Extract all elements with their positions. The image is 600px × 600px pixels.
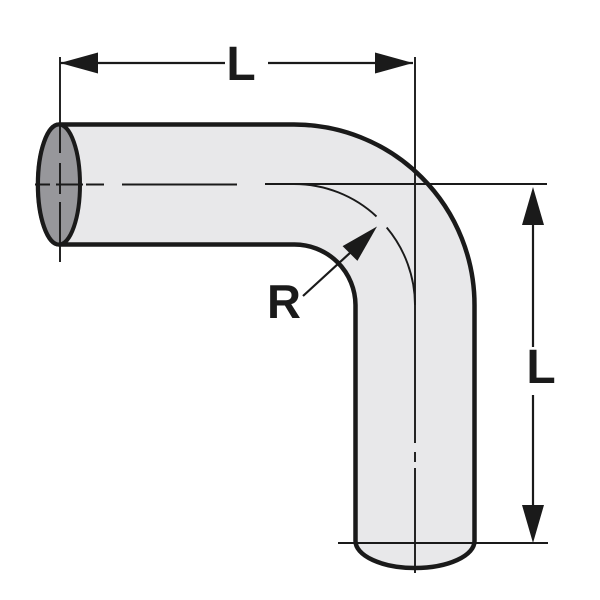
bend-radius-callout: R xyxy=(267,226,377,328)
dimension-horizontal-length: L xyxy=(60,38,413,91)
arrowhead-left-icon xyxy=(60,52,98,74)
arrowhead-right-icon xyxy=(375,52,413,74)
radius-leader-line xyxy=(302,251,352,297)
radius-arrowhead-icon xyxy=(342,226,377,261)
horizontal-length-label: L xyxy=(226,38,255,91)
arrowhead-up-icon xyxy=(522,187,544,225)
dimension-vertical-length: L xyxy=(522,187,556,543)
bend-radius-label: R xyxy=(267,275,301,328)
vertical-length-label: L xyxy=(526,341,555,394)
construction-lines xyxy=(35,57,548,573)
arrowhead-down-icon xyxy=(522,505,544,543)
pipe-body xyxy=(35,122,477,571)
